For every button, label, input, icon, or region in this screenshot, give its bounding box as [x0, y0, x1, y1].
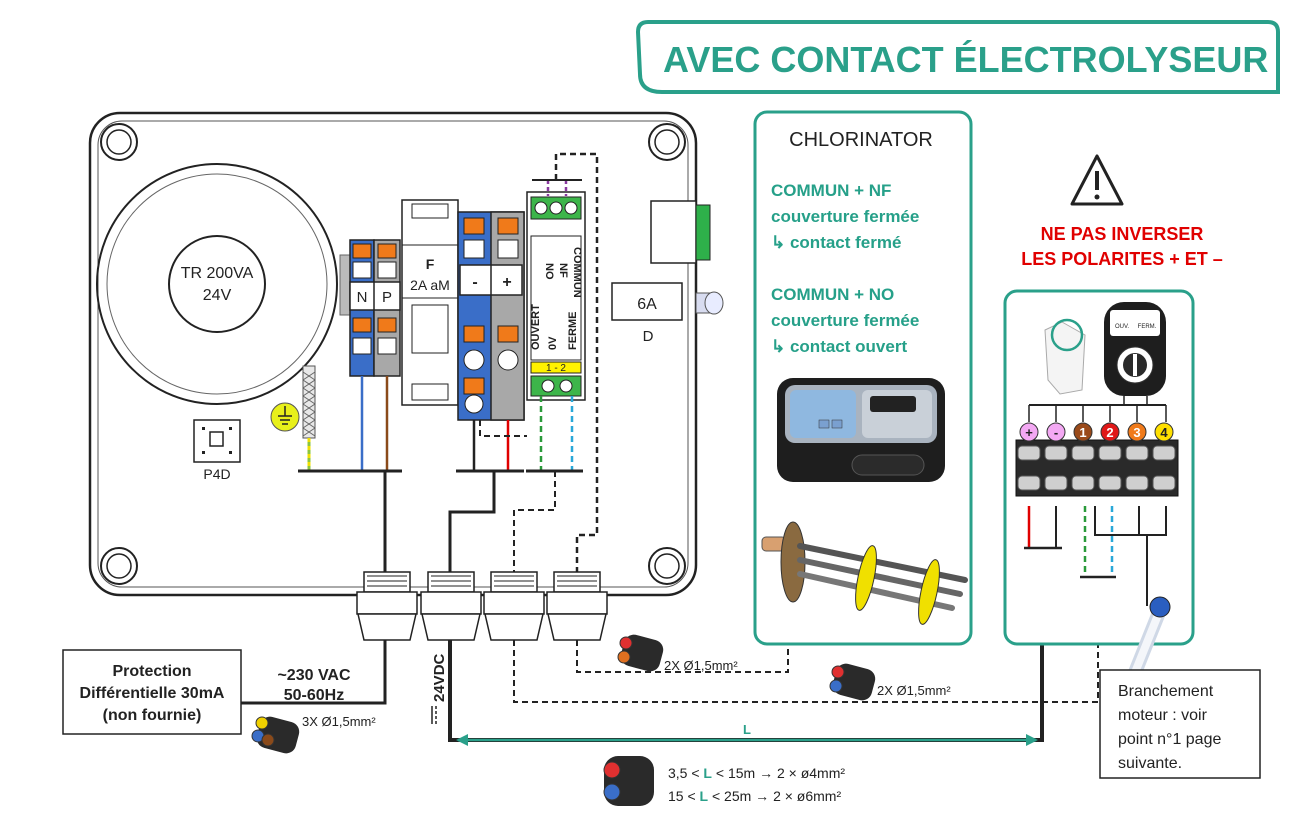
- switch-ouv-label: OUV.: [1115, 324, 1129, 330]
- page-title: AVEC CONTACT ÉLECTROLYSEUR: [663, 39, 1268, 80]
- relay-ferme-label: FERME: [567, 312, 579, 351]
- chlorinator-title: CHLORINATOR: [789, 129, 933, 151]
- chlorinator-device-icon: [777, 378, 945, 482]
- cable-icon: [603, 756, 654, 806]
- relay-ouvert-label: OUVERT: [530, 304, 542, 350]
- chlorinator-line3: ↳ contact fermé: [771, 233, 901, 252]
- cable-length-row-2: 15 < L < 25m → 2 × ø6mm²: [668, 788, 841, 804]
- dc-minus-label: -: [472, 274, 477, 291]
- motor-note-box: Branchement moteur : voir point n°1 page…: [1099, 669, 1261, 779]
- relay-nf-label: NF: [557, 263, 569, 278]
- terminal-badge: 2: [1100, 422, 1120, 442]
- earth-braid: [302, 365, 316, 470]
- cable-2x-label-b: 2X Ø1,5mm²: [877, 683, 951, 698]
- relay-no-label: NO: [543, 263, 555, 280]
- terminal-n-label: N: [357, 289, 368, 306]
- motor-connection-box: OUV. FERM.: [1003, 289, 1195, 697]
- fuse-holder: F 2A aM: [401, 199, 459, 406]
- motor-note-line4: suivante.: [1118, 755, 1182, 772]
- relay-bottom-label: 1 - 2: [546, 363, 566, 374]
- terminal-badge: 1: [1073, 422, 1093, 442]
- transformer: TR 200VA 24V: [96, 163, 338, 405]
- cable-2x-label-a: 2X Ø1,5mm²: [664, 658, 738, 673]
- terminal-badge: 4: [1154, 422, 1174, 442]
- supply-voltage: ~230 VAC: [277, 667, 351, 684]
- breaker-curve: D: [643, 328, 654, 345]
- chlorinator-line5: couverture fermée: [771, 311, 919, 330]
- transformer-rating: TR 200VA: [181, 265, 254, 282]
- motor-wiring: [1024, 506, 1167, 606]
- fuse-rating: 2A aM: [410, 277, 450, 293]
- terminal-badge: 3: [1127, 422, 1147, 442]
- mounting-hole: [648, 547, 686, 585]
- terminal-p-label: P: [382, 289, 392, 306]
- supply-frequency: 50-60Hz: [284, 687, 344, 704]
- cable-gland: [483, 571, 545, 641]
- electrode-icon: [761, 521, 968, 625]
- terminal-badge-label: -: [1054, 425, 1058, 440]
- terminal-badge: +: [1019, 422, 1039, 442]
- p4d-label: P4D: [203, 466, 230, 482]
- cable-gland: [546, 571, 608, 641]
- chlorinator-line4: COMMUN + NO: [771, 285, 894, 304]
- protection-line2: Différentielle 30mA: [80, 685, 225, 702]
- cable-gland: [420, 571, 482, 641]
- terminal-badge-label: 3: [1133, 425, 1140, 440]
- cable-gland: [356, 571, 418, 641]
- cable-glands: [356, 571, 608, 641]
- cable-icon: [829, 663, 876, 701]
- motor-note-line2: moteur : voir: [1118, 707, 1208, 724]
- motor-note-line3: point n°1 page: [1118, 731, 1221, 748]
- terminal-badge: -: [1046, 422, 1066, 442]
- protection-line3: (non fournie): [103, 707, 202, 724]
- terminal-badge-label: 4: [1160, 425, 1168, 440]
- chlorinator-line2: couverture fermée: [771, 207, 919, 226]
- terminal-badge-label: 1: [1079, 425, 1086, 440]
- motor-terminal-block: [1015, 396, 1179, 497]
- fuse-label: F: [426, 256, 435, 272]
- cable-icon: [251, 716, 300, 754]
- vdc-label: 24VDC: [431, 653, 448, 702]
- motor-note-line1: Branchement: [1118, 683, 1214, 700]
- ground-icon: [270, 402, 300, 432]
- chlorinator-line6: ↳ contact ouvert: [771, 337, 907, 356]
- cable-length-row-1: 3,5 < L < 15m → 2 × ø4mm²: [668, 765, 845, 781]
- relay-0v-label: 0V: [547, 336, 559, 350]
- relay-module: NO NF COMMUN OUVERT 0V FERME 1 - 2: [526, 191, 586, 401]
- breaker-rating: 6A: [637, 296, 657, 313]
- protection-line1: Protection: [112, 663, 191, 680]
- transformer-voltage: 24V: [203, 287, 232, 304]
- circuit-breaker: 6A D: [611, 200, 724, 345]
- warning-line2: LES POLARITES + ET –: [1021, 249, 1223, 269]
- length-arrow: L: [456, 722, 1038, 746]
- chlorinator-line1: COMMUN + NF: [771, 181, 891, 200]
- length-label: L: [743, 722, 751, 737]
- protection-box: Protection Différentielle 30mA (non four…: [62, 649, 242, 735]
- np-terminal-block: N P: [339, 239, 401, 377]
- dc-plus-label: +: [502, 274, 511, 291]
- title-banner: [635, 20, 1280, 94]
- terminal-badge-label: 2: [1106, 425, 1113, 440]
- relay-commun-label: COMMUN: [571, 247, 583, 298]
- mounting-hole: [100, 547, 138, 585]
- p4d-socket: P4D: [193, 419, 241, 482]
- switch-ferm-label: FERM.: [1138, 324, 1157, 330]
- terminal-badge-label: +: [1025, 425, 1033, 440]
- mounting-hole: [100, 123, 138, 161]
- cable-icon: [617, 634, 664, 672]
- warning-line1: NE PAS INVERSER: [1041, 224, 1204, 244]
- warning-triangle-icon: [1070, 154, 1124, 206]
- key-switch-icon: OUV. FERM.: [1044, 302, 1166, 396]
- cable-3x-label: 3X Ø1,5mm²: [302, 714, 376, 729]
- chlorinator-panel: CHLORINATOR COMMUN + NF couverture fermé…: [753, 110, 973, 646]
- dc-terminal-block: - +: [457, 211, 525, 421]
- mounting-hole: [648, 123, 686, 161]
